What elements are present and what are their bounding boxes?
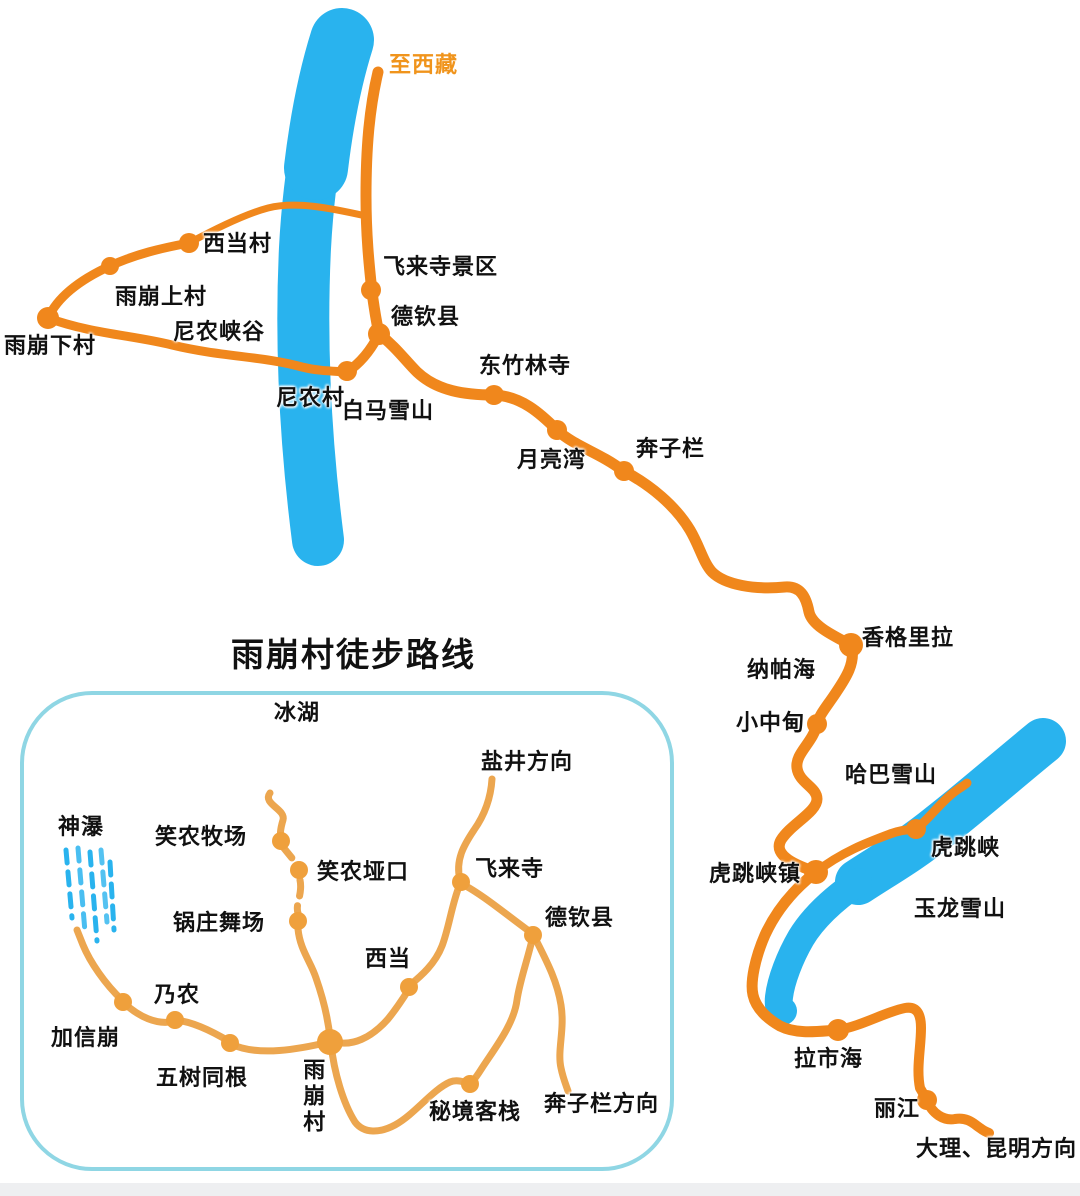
node-ninong-village (337, 361, 357, 381)
label-to-tibet: 至西藏 (389, 52, 459, 77)
label-tiger-leaping-gorge-town: 虎跳峡镇 (709, 861, 802, 886)
trail-yubeng-xidang (328, 985, 413, 1047)
label-ninong-gorge: 尼农峡谷 (173, 319, 266, 344)
sacred-waterfall-icon (63, 845, 117, 944)
inset-title: 雨崩村徒步路线 (231, 636, 476, 673)
trail-deqin-mijing (467, 932, 537, 1087)
road-benzilan-shangrila (618, 465, 857, 651)
road-to-tibet (360, 66, 385, 340)
road-xidang-crossing (185, 201, 370, 247)
inset-route-nodes (114, 832, 542, 1093)
label-shangri-la: 香格里拉 (862, 625, 955, 650)
label-five-trees-one-root: 五树同根 (156, 1065, 249, 1090)
label-feilaisi-scenic-area: 飞来寺景区 (383, 254, 499, 279)
label-deqin-county: 德钦县 (391, 304, 461, 329)
trail-guozhuang-yubeng (294, 925, 334, 1042)
main-route-nodes (37, 233, 937, 1110)
node-xiaonong-pass (290, 861, 308, 879)
node-deqin-county-inset (524, 926, 542, 944)
jinsha-river-upper (835, 718, 1066, 905)
bottom-edge-strip (0, 1183, 1080, 1196)
road-shangrila-tigertown (773, 639, 858, 878)
trail-pass-guozhuang (293, 876, 305, 917)
label-feilai-temple: 飞来寺 (475, 856, 545, 881)
node-shangri-la (839, 633, 863, 657)
label-xiaonong-ranch: 笑农牧场 (155, 824, 248, 849)
label-lijiang: 丽江 (874, 1096, 921, 1121)
label-moon-bay: 月亮湾 (517, 447, 587, 472)
mekong-river-head (284, 8, 374, 200)
label-xiaozhongdian: 小中甸 (736, 710, 806, 735)
label-jiaxinbeng: 加信崩 (51, 1025, 121, 1050)
label-mijing-inn: 秘境客栈 (429, 1099, 522, 1124)
node-lashi-lake (827, 1019, 849, 1041)
label-xidang-village: 西当村 (203, 231, 273, 256)
label-yubeng-village: 雨崩村 (300, 1058, 326, 1136)
node-five-trees-one-root (221, 1034, 239, 1052)
node-xidang-village (179, 233, 199, 253)
road-lashihai-lijiang (833, 1002, 994, 1138)
label-napa-lake: 纳帕海 (747, 657, 817, 682)
node-lijiang (917, 1090, 937, 1110)
label-tiger-leaping-gorge: 虎跳峡 (931, 835, 1001, 860)
node-guozhuang-dance-ground (289, 912, 307, 930)
trail-xidang-feilaisi (406, 880, 464, 989)
rivers (63, 8, 1066, 1025)
node-deqin-county (368, 323, 390, 345)
node-xiaonong-ranch (272, 832, 290, 850)
label-lashi-lake: 拉市海 (794, 1046, 864, 1071)
label-yubeng-upper-village: 雨崩上村 (115, 284, 208, 309)
node-tiger-leaping-gorge-town (804, 860, 828, 884)
label-yulong-snow-mountain: 玉龙雪山 (914, 896, 1007, 921)
label-deqin-county-inset: 德钦县 (545, 905, 615, 930)
label-ice-lake: 冰湖 (274, 700, 321, 725)
label-xiaonong-pass: 笑农垭口 (317, 859, 410, 884)
label-benzilan: 奔子栏 (636, 436, 706, 461)
node-yubeng-lower-village (37, 307, 59, 329)
trail-ranch-pass (279, 843, 300, 867)
label-ninong-village: 尼农村 (276, 385, 346, 410)
label-baima-snow-mountain: 白马雪山 (342, 398, 435, 423)
label-nainong: 乃农 (154, 982, 201, 1007)
node-yubeng-village (317, 1029, 343, 1055)
label-yanjing-direction: 盐井方向 (481, 749, 574, 774)
label-dali-kunming-direction: 大理、昆明方向 (916, 1136, 1078, 1161)
label-sacred-waterfall: 神瀑 (58, 814, 105, 839)
node-jiaxinbeng (114, 993, 132, 1011)
trail-feilaisi-yanjing (455, 775, 496, 884)
label-dongzhulin-temple: 东竹林寺 (479, 353, 572, 378)
hiking-inset-box (20, 691, 674, 1171)
label-xidang: 西当 (365, 946, 412, 971)
node-benzilan (614, 461, 634, 481)
label-guozhuang-dance-ground: 锅庄舞场 (173, 910, 266, 935)
node-route-bend (101, 257, 119, 275)
node-dongzhulin-temple (484, 385, 504, 405)
node-feilai-temple (452, 873, 470, 891)
jinsha-river-lower (764, 868, 872, 1025)
node-moon-bay (547, 420, 567, 440)
road-ninong-gorge (43, 313, 352, 377)
node-mijing-inn (461, 1075, 479, 1093)
inset-trails (73, 775, 572, 1135)
label-haba-snow-mountain: 哈巴雪山 (845, 762, 938, 787)
node-xidang (400, 978, 418, 996)
node-nainong (166, 1011, 184, 1029)
trail-yubeng-mijing (327, 1040, 473, 1135)
node-tiger-leaping-gorge (906, 819, 926, 839)
road-tigertown-lashihai (746, 866, 844, 1038)
node-xiaozhongdian (807, 714, 827, 734)
node-feilaisi-scenic-area (361, 280, 381, 300)
trail-deqin-benzilan (530, 932, 572, 1095)
label-yubeng-lower-village: 雨崩下村 (4, 333, 97, 358)
label-benzilan-direction: 奔子栏方向 (544, 1091, 660, 1116)
trail-jiaxin-waterfall (73, 926, 126, 1004)
